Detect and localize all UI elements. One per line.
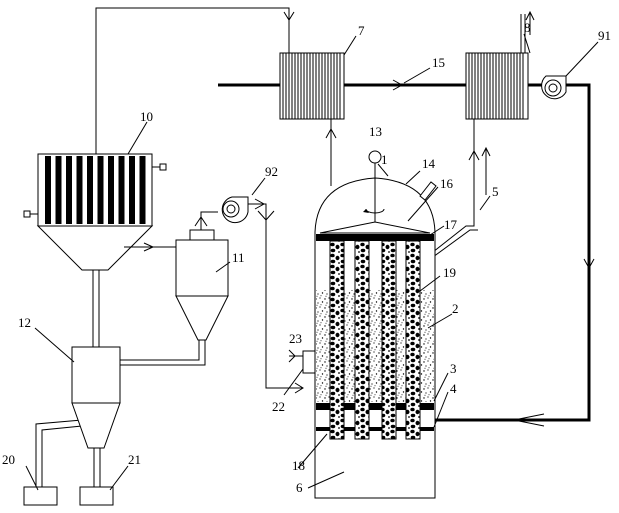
label-92: 92 — [265, 164, 278, 179]
label-6: 6 — [296, 480, 303, 495]
label-10: 10 — [140, 109, 153, 124]
label-17: 17 — [444, 217, 458, 232]
label-18: 18 — [292, 458, 305, 473]
label-21: 21 — [128, 452, 141, 467]
leader-lines — [25, 33, 599, 491]
label-20: 20 — [2, 452, 15, 467]
label-13: 13 — [369, 124, 382, 139]
label-19: 19 — [443, 265, 456, 280]
label-1: 1 — [381, 152, 388, 167]
heat-exchanger-7 — [279, 52, 345, 120]
label-91: 91 — [598, 28, 611, 43]
labels: 1 2 3 4 5 6 7 8 91 92 10 11 12 13 14 15 … — [2, 20, 611, 495]
thin-piping — [35, 7, 478, 487]
label-3: 3 — [450, 361, 457, 376]
heat-exchanger-10 — [23, 153, 167, 271]
fan-92 — [221, 196, 249, 224]
main-pipe-15 — [218, 83, 591, 422]
bin-21 — [79, 486, 114, 506]
label-5: 5 — [492, 184, 499, 199]
label-16: 16 — [440, 176, 454, 191]
cyclone-11 — [175, 229, 229, 341]
label-8: 8 — [524, 20, 531, 35]
label-15: 15 — [432, 55, 445, 70]
flow-arrows — [143, 10, 595, 427]
label-12: 12 — [18, 315, 31, 330]
bin-20 — [23, 486, 58, 506]
label-11: 11 — [232, 250, 245, 265]
separator-12 — [71, 346, 121, 449]
label-7: 7 — [358, 23, 365, 38]
label-22: 22 — [272, 399, 285, 414]
label-4: 4 — [450, 381, 457, 396]
label-23: 23 — [289, 331, 302, 346]
label-2: 2 — [452, 301, 459, 316]
reactor-vessel — [302, 150, 437, 499]
fan-91 — [541, 75, 567, 100]
heat-exchanger-8 — [465, 14, 529, 120]
label-14: 14 — [422, 156, 436, 171]
